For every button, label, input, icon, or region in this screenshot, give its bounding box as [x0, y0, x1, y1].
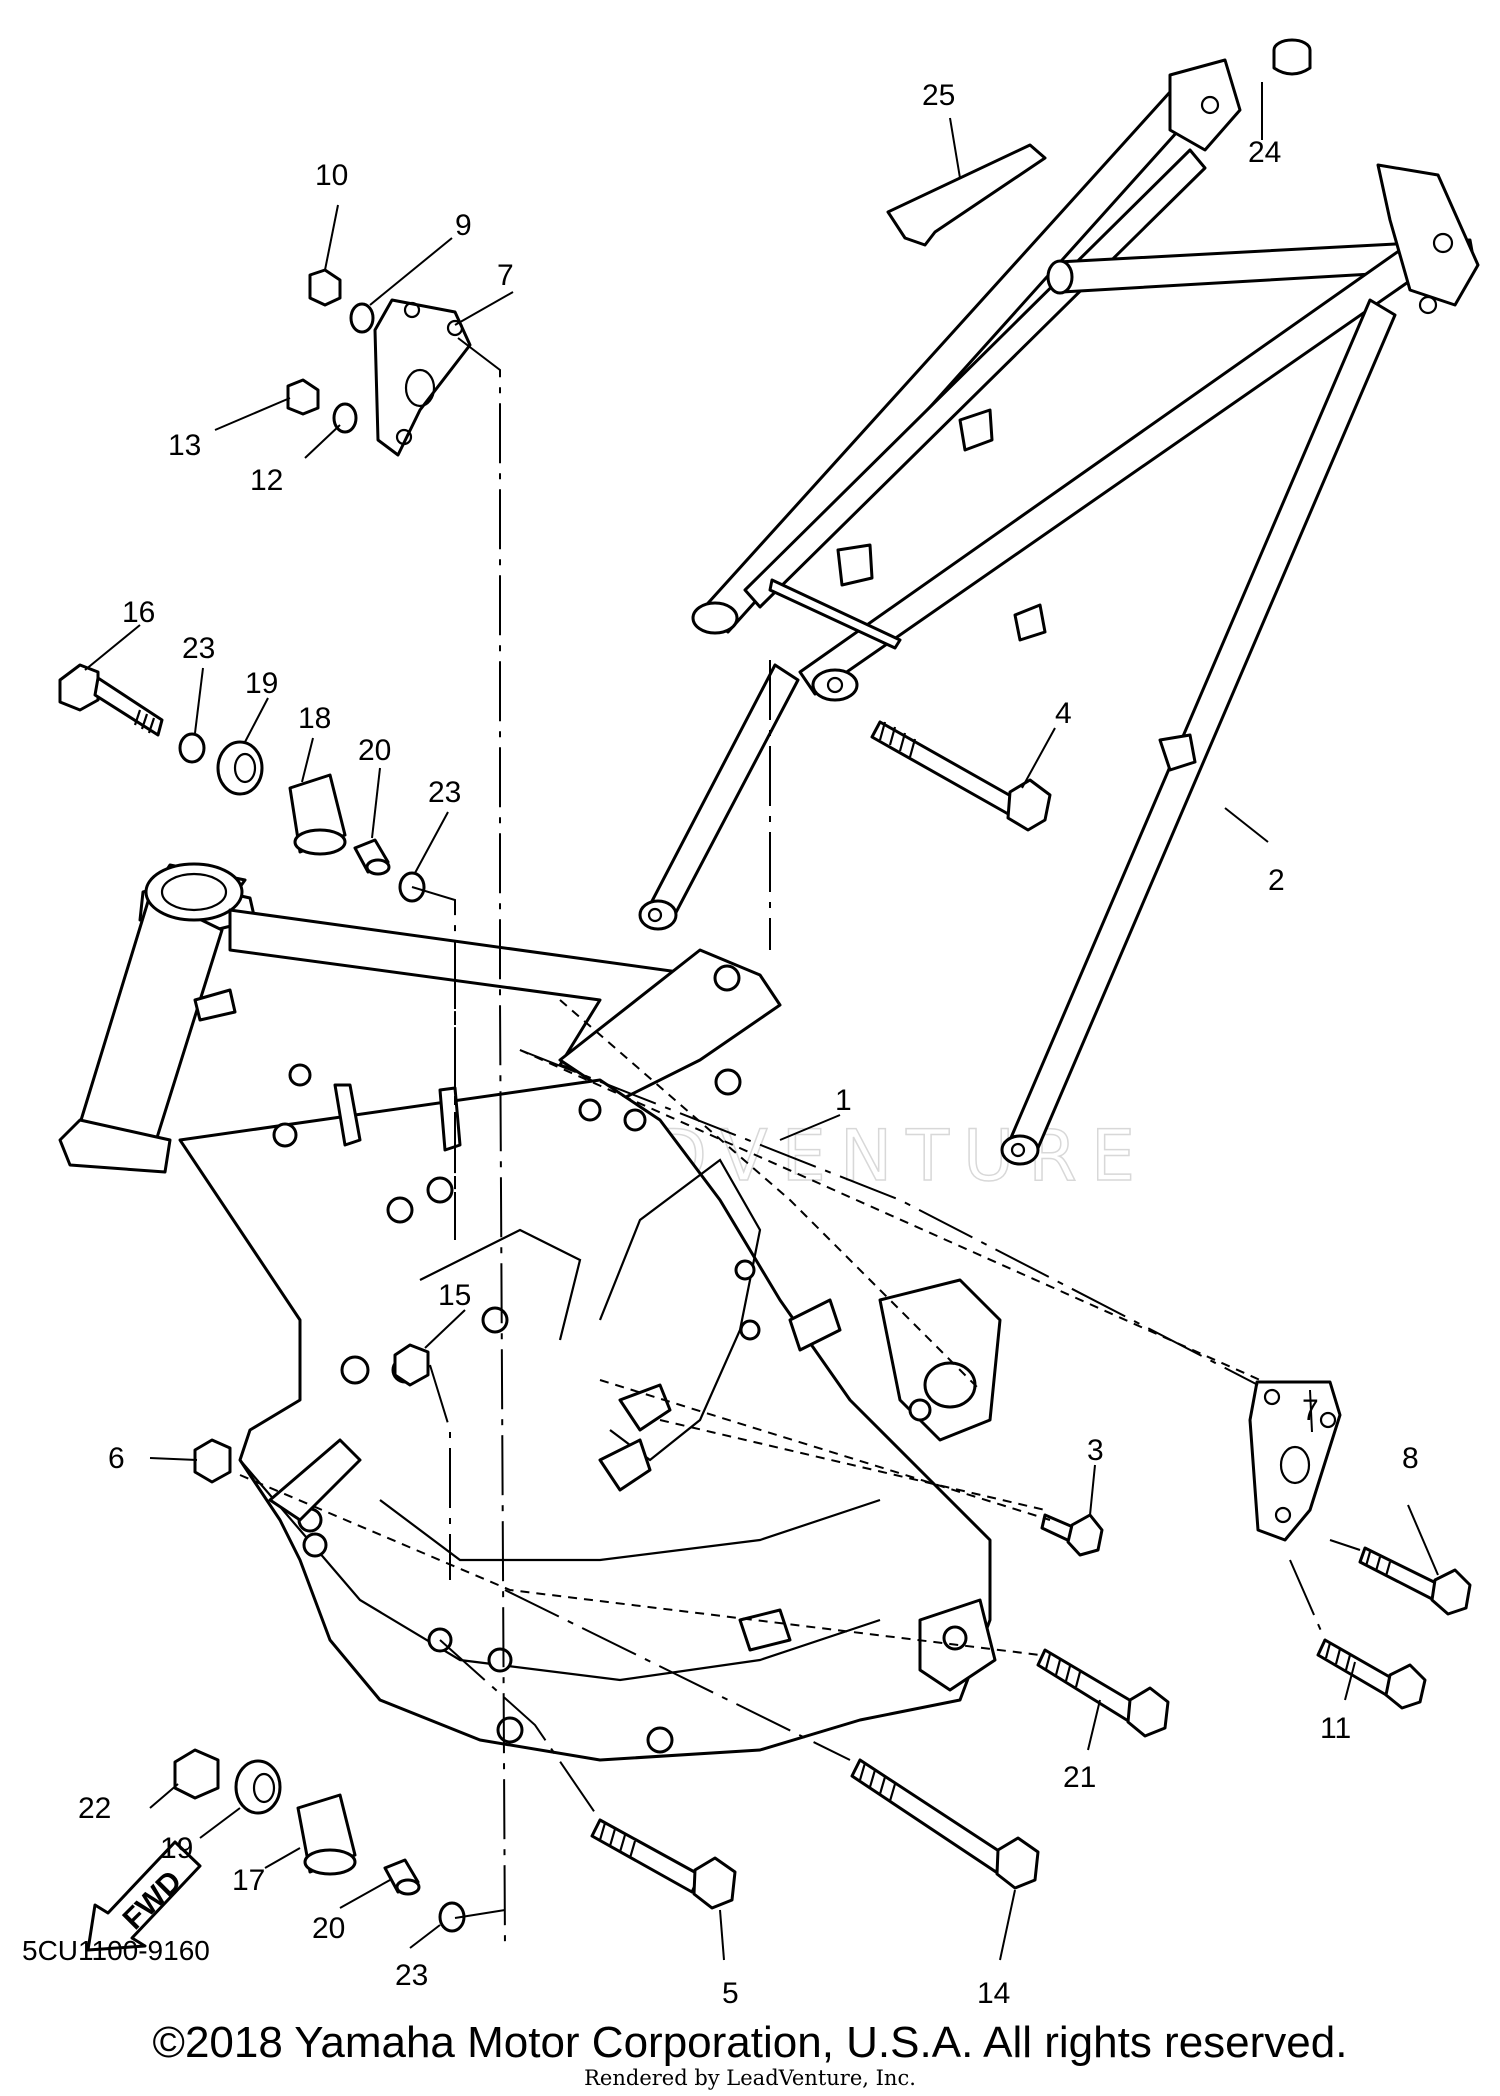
callout-4: 4	[1055, 697, 1072, 730]
part-4-bolt	[870, 720, 1052, 832]
callout-6: 6	[108, 1442, 125, 1475]
part-11-bolt	[1316, 1638, 1427, 1710]
part-10-nut	[308, 268, 342, 307]
diagram-code: 5CU1100-9160	[22, 1935, 210, 1966]
callout-7-upper: 7	[497, 259, 514, 292]
part-6-nut	[193, 1438, 232, 1484]
part-17-bush	[296, 1793, 357, 1876]
part-19-collar-a	[216, 740, 264, 796]
part-7-bracket-lower	[1248, 1380, 1342, 1542]
callout-2: 2	[1268, 864, 1285, 897]
callout-5: 5	[722, 1977, 739, 2010]
callout-11: 11	[1320, 1712, 1351, 1745]
assembly-lines	[239, 337, 1361, 1951]
leader-lines	[84, 82, 1439, 1961]
callout-23-b: 23	[428, 776, 461, 809]
callout-16: 16	[122, 596, 155, 629]
callout-23-a: 23	[182, 632, 215, 665]
part-3-bolt	[1040, 1513, 1104, 1557]
callout-12: 12	[250, 464, 283, 497]
rear-subframe	[638, 58, 1480, 1166]
part-20-collar-b	[383, 1858, 421, 1896]
callout-18: 18	[298, 702, 331, 735]
callout-19-b: 19	[160, 1832, 193, 1865]
callout-19-a: 19	[245, 667, 278, 700]
part-13-nut	[286, 378, 320, 416]
callout-17: 17	[232, 1864, 265, 1897]
copyright-notice: ©2018 Yamaha Motor Corporation, U.S.A. A…	[152, 2018, 1348, 2067]
part-25-strap	[886, 143, 1047, 247]
rendered-by-notice: Rendered by LeadVenture, Inc.	[584, 2066, 916, 2090]
callout-23-c: 23	[395, 1959, 428, 1992]
callout-14: 14	[977, 1977, 1010, 2010]
callout-15: 15	[438, 1279, 471, 1312]
callout-7-lower: 7	[1302, 1394, 1319, 1427]
callout-labels: 24 25 10 9 7 13 12 16 23 19 18 20 23 4 2…	[78, 79, 1419, 2010]
callout-1: 1	[835, 1084, 852, 1117]
callout-3: 3	[1087, 1434, 1104, 1467]
part-16-bolt	[58, 663, 164, 737]
part-15-nut	[393, 1343, 430, 1387]
part-14-bolt	[850, 1758, 1040, 1890]
part-21-bolt	[1036, 1648, 1170, 1738]
part-20-collar-a	[353, 838, 391, 876]
part-7-bracket-upper	[373, 298, 472, 457]
callout-20-b: 20	[312, 1912, 345, 1945]
part-19-collar-b	[234, 1759, 282, 1815]
callout-13: 13	[168, 429, 201, 462]
callout-25: 25	[922, 79, 955, 112]
part-5-bolt	[590, 1818, 737, 1910]
callout-21: 21	[1063, 1761, 1096, 1794]
callout-24: 24	[1248, 136, 1281, 169]
part-23-washer-a	[178, 732, 206, 764]
callout-9: 9	[455, 209, 472, 242]
callout-20-a: 20	[358, 734, 391, 767]
callout-8: 8	[1402, 1442, 1419, 1475]
part-8-bolt	[1358, 1546, 1472, 1616]
callout-22: 22	[78, 1792, 111, 1825]
part-24-cap	[1272, 38, 1312, 76]
main-frame	[58, 862, 1002, 1762]
part-18-bush	[288, 773, 347, 856]
part-9-washer	[349, 302, 375, 334]
part-22-nut	[173, 1748, 220, 1800]
callout-10: 10	[315, 159, 348, 192]
